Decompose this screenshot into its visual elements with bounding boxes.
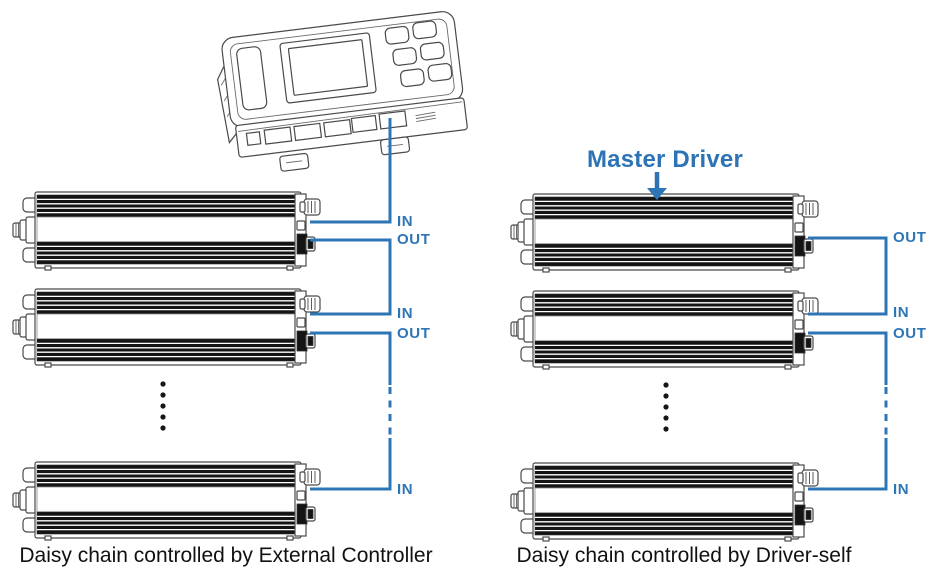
left-port-label-in-1: IN xyxy=(397,213,414,230)
daisy-chain-wire-right xyxy=(808,236,888,491)
left-driver-2 xyxy=(12,288,321,368)
right-port-label-in-3: IN xyxy=(893,481,910,498)
left-port-label-out-2: OUT xyxy=(397,325,431,342)
ellipsis-more-drivers-left xyxy=(160,381,166,431)
left-driver-3 xyxy=(12,461,321,541)
right-port-label-out-2: OUT xyxy=(893,325,927,342)
right-port-label-out-1: OUT xyxy=(893,229,927,246)
right-driver-master xyxy=(510,193,819,273)
ellipsis-more-drivers-right xyxy=(663,382,669,432)
right-port-label-in-2: IN xyxy=(893,304,910,321)
right-driver-3 xyxy=(510,462,819,542)
master-driver-label: Master Driver xyxy=(586,146,743,173)
external-controller-illustration xyxy=(216,11,468,172)
left-port-label-out-1: OUT xyxy=(397,231,431,248)
left-port-label-in-2: IN xyxy=(397,305,414,322)
left-driver-1 xyxy=(12,191,321,271)
left-diagram-caption: Daisy chain controlled by External Contr… xyxy=(19,544,433,567)
right-driver-2 xyxy=(510,290,819,370)
daisy-chain-wire-left xyxy=(310,118,392,491)
left-port-label-in-3: IN xyxy=(397,481,414,498)
arrow-down-icon xyxy=(647,172,667,200)
right-diagram-caption: Daisy chain controlled by Driver-self xyxy=(516,544,852,567)
